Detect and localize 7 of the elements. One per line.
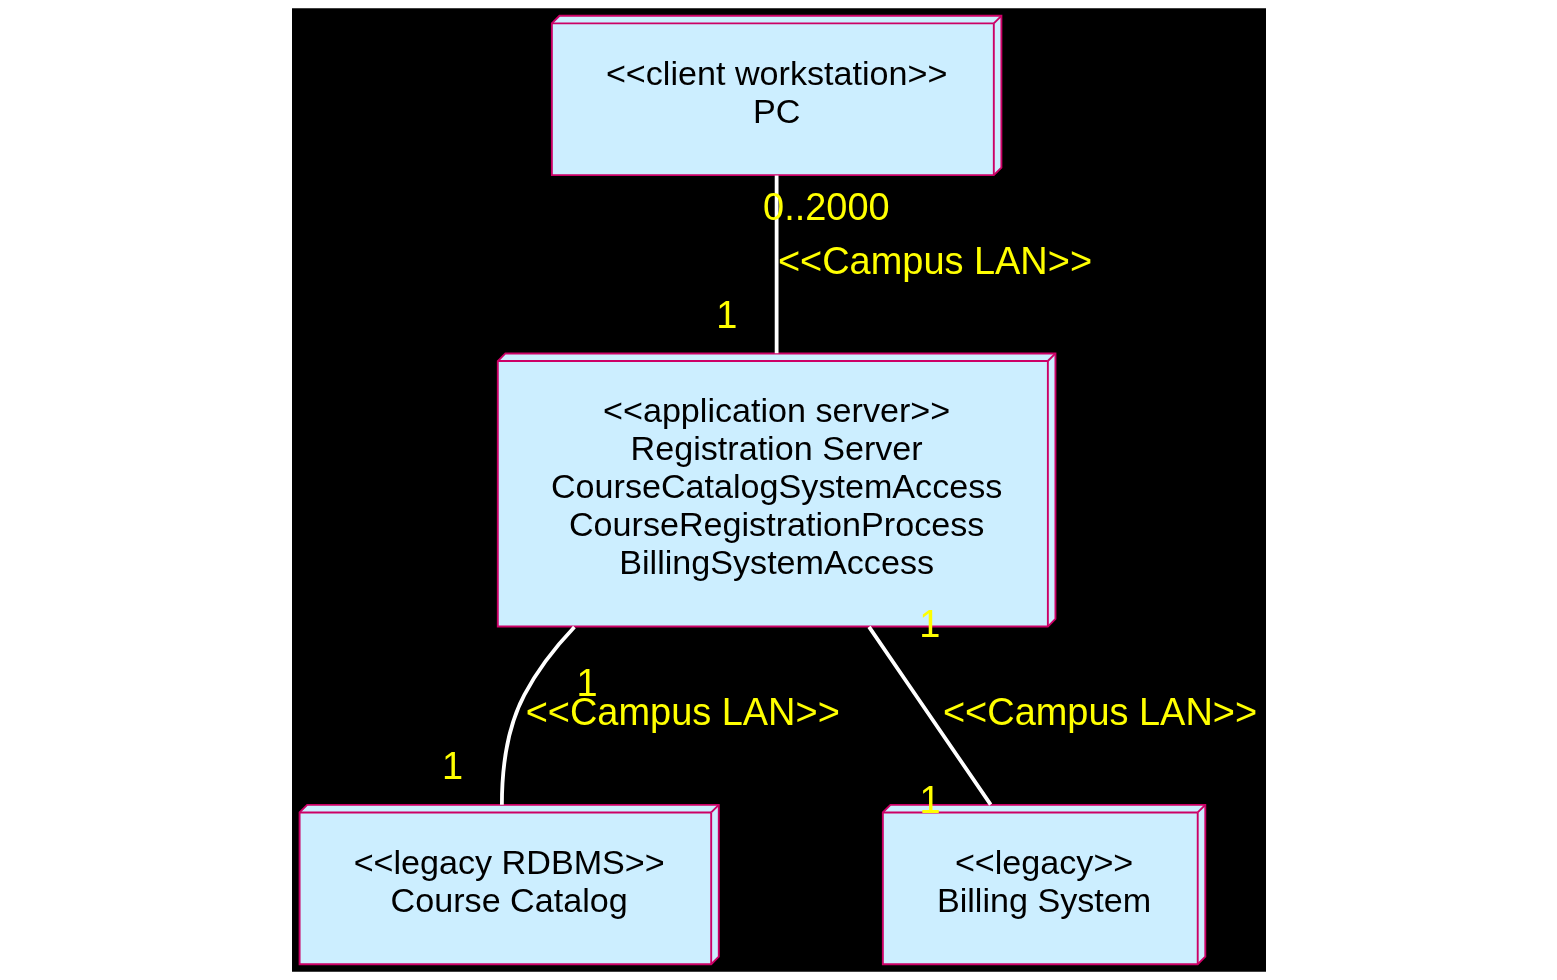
connector: [774, 175, 779, 354]
edge-label: <<Campus LAN>>: [942, 691, 1257, 734]
edge-label: <<Campus LAN>>: [777, 239, 1092, 282]
connector: [499, 625, 576, 805]
connector: [866, 625, 992, 806]
label: 1: [715, 293, 737, 336]
label: 1: [441, 744, 463, 787]
